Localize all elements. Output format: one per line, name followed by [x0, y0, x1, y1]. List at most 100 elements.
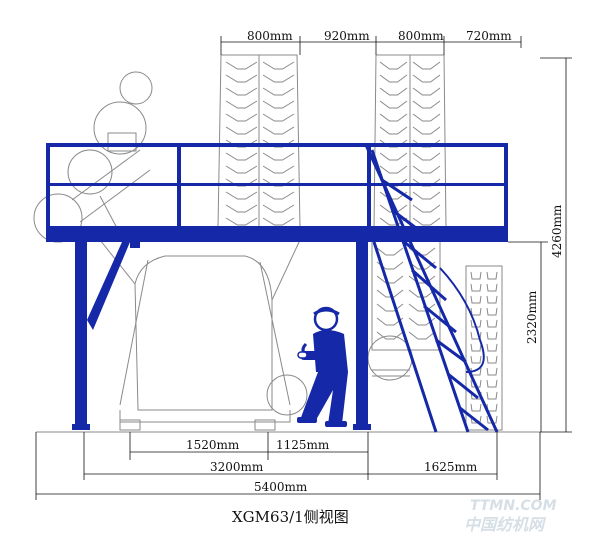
- yarn-cone: [486, 343, 498, 352]
- dimension-labels: 800mm 920mm 800mm 720mm 4260mm 2320mm 15…: [186, 29, 564, 494]
- yarn-cone: [470, 295, 482, 304]
- watermark: TTMN.COM 中国纺机网: [464, 498, 557, 534]
- yarn-cone: [262, 100, 295, 109]
- yarn-cone: [225, 152, 258, 161]
- yarn-cone: [379, 61, 408, 70]
- dim-bottom-5400: 5400mm: [254, 480, 308, 494]
- yarn-cone: [412, 191, 441, 200]
- yarn-cone: [262, 113, 295, 122]
- yarn-cone: [262, 74, 295, 83]
- ladder-rung: [423, 304, 457, 334]
- yarn-cone: [470, 271, 482, 280]
- yarn-cone: [379, 113, 408, 122]
- yarn-cone: [262, 191, 295, 200]
- dim-right-4260: 4260mm: [550, 204, 564, 258]
- ladder-rung: [447, 372, 479, 400]
- dim-top-920: 920mm: [324, 29, 370, 43]
- yarn-cone: [408, 275, 436, 284]
- guardrail-post-center: [177, 143, 181, 227]
- yarn-cone: [486, 379, 498, 388]
- platform-deck: [46, 226, 508, 242]
- yarn-cone: [412, 204, 441, 213]
- yarn-cone: [412, 100, 441, 109]
- take-up-rollers: [33, 71, 153, 243]
- ladder-rung: [435, 338, 467, 364]
- yarn-cone: [225, 113, 258, 122]
- yarn-cone: [262, 126, 295, 135]
- column-left: [75, 242, 87, 427]
- dimension-lines: [35, 36, 572, 500]
- access-ladder: [364, 144, 499, 433]
- platform-structure: [46, 143, 508, 430]
- yarn-cone: [262, 87, 295, 96]
- brace-left: [87, 242, 130, 330]
- yarn-cone: [470, 331, 482, 340]
- dim-bottom-1520: 1520mm: [186, 438, 240, 452]
- yarn-cone: [470, 355, 482, 364]
- yarn-cone: [225, 74, 258, 83]
- yarn-cone: [225, 100, 258, 109]
- yarn-cone: [486, 403, 498, 412]
- yarn-cone: [486, 367, 498, 376]
- guardrail-post-right-inner: [367, 143, 371, 227]
- yarn-cone: [379, 126, 408, 135]
- ladder-rung: [381, 178, 413, 202]
- yarn-cone: [486, 283, 498, 292]
- yarn-cone: [486, 271, 498, 280]
- yarn-cone: [262, 204, 295, 213]
- ladder-rung: [459, 406, 489, 432]
- yarn-cone: [412, 87, 441, 96]
- yarn-cone: [379, 165, 408, 174]
- yarn-cone: [225, 126, 258, 135]
- yarn-cone: [412, 152, 441, 161]
- yarn-cone: [262, 61, 295, 70]
- yarn-cone: [486, 307, 498, 316]
- yarn-cone: [470, 343, 482, 352]
- dim-top-720: 720mm: [466, 29, 512, 43]
- yarn-cone: [262, 152, 295, 161]
- yarn-cone: [486, 331, 498, 340]
- yarn-cone: [470, 307, 482, 316]
- yarn-cone: [262, 165, 295, 174]
- ladder-rung: [391, 208, 425, 236]
- yarn-cone: [379, 74, 408, 83]
- yarn-cone: [376, 289, 404, 298]
- yarn-cone: [225, 87, 258, 96]
- guardrail-post-left: [46, 143, 50, 227]
- creel-tower-right: [373, 54, 447, 229]
- yarn-cone: [470, 415, 482, 424]
- yarn-cone: [379, 87, 408, 96]
- yarn-cone: [379, 152, 408, 161]
- yarn-cone: [225, 204, 258, 213]
- yarn-cone: [470, 403, 482, 412]
- yarn-cone: [225, 191, 258, 200]
- watermark-line2: 中国纺机网: [464, 515, 547, 534]
- yarn-cone: [379, 191, 408, 200]
- dim-top-800-right: 800mm: [398, 29, 444, 43]
- yarn-cone: [486, 319, 498, 328]
- dim-top-800-left: 800mm: [247, 29, 293, 43]
- dim-bottom-3200: 3200mm: [210, 460, 264, 474]
- yarn-cone: [225, 61, 258, 70]
- yarn-cone: [376, 331, 404, 340]
- machine-body: [99, 239, 301, 431]
- yarn-cone: [225, 217, 258, 226]
- yarn-cone: [412, 217, 441, 226]
- yarn-cone: [470, 283, 482, 292]
- column-right: [356, 242, 368, 427]
- watermark-line1: TTMN.COM: [470, 498, 557, 514]
- yarn-cone: [486, 295, 498, 304]
- yarn-cone: [486, 391, 498, 400]
- yarn-cone: [486, 355, 498, 364]
- dim-bottom-1125: 1125mm: [276, 438, 330, 452]
- guardrail-mid-rail: [46, 183, 508, 186]
- yarn-cone: [376, 303, 404, 312]
- yarn-cone: [408, 303, 436, 312]
- dim-bottom-1625: 1625mm: [424, 460, 478, 474]
- yarn-cone: [412, 61, 441, 70]
- yarn-cone: [412, 126, 441, 135]
- creel-tower-left: [217, 54, 301, 229]
- yarn-cone: [379, 100, 408, 109]
